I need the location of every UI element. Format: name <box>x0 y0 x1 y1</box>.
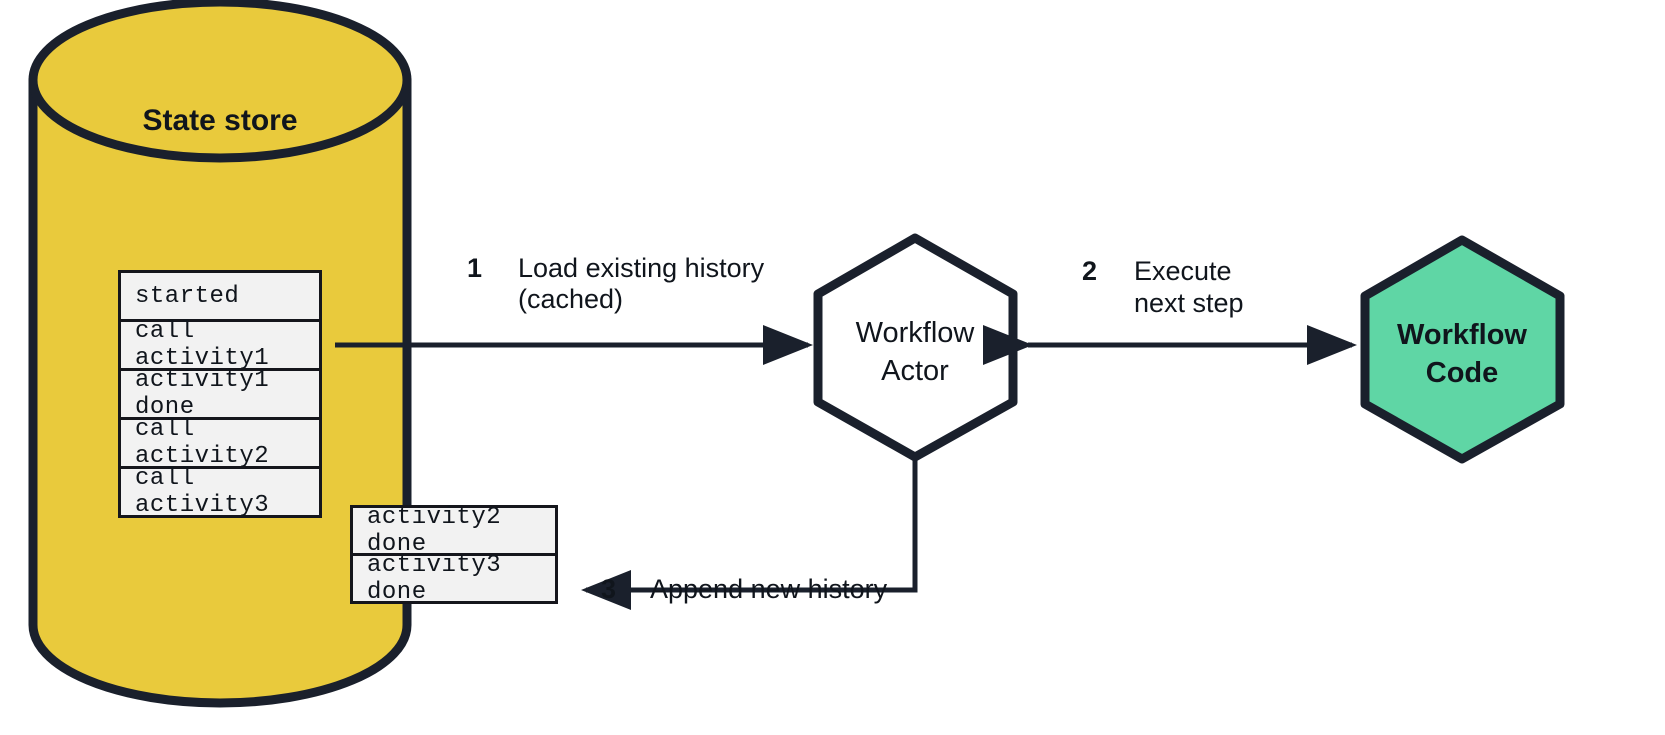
workflow-actor-label-line1: Workflow <box>856 317 976 349</box>
history-row: call activity2 <box>118 416 322 470</box>
history-row: activity2 done <box>350 504 558 558</box>
step-1-line1: Load existing history <box>518 253 765 283</box>
step-2-number: 2 <box>1082 256 1097 286</box>
history-row: activity1 done <box>118 367 322 421</box>
history-row: call activity1 <box>118 318 322 372</box>
history-row: activity3 done <box>350 552 558 606</box>
workflow-code-label-line2: Code <box>1426 357 1499 389</box>
step-3-label: 3 Append new history <box>601 574 888 604</box>
step-1-number: 1 <box>467 253 482 283</box>
step-3-line1: Append new history <box>650 574 888 604</box>
history-row: call activity3 <box>118 465 322 519</box>
step-1-label: 1 Load existing history (cached) <box>467 253 765 314</box>
step-2-label: 2 Execute next step <box>1082 256 1244 318</box>
actor-to-store-arrow <box>581 457 918 610</box>
workflow-code-hexagon <box>1360 235 1565 464</box>
workflow-code-label-line1: Workflow <box>1397 319 1527 351</box>
step-3-number: 3 <box>601 574 616 604</box>
appended-history-table: activity2 done activity3 done <box>350 504 558 607</box>
step-1-line2: (cached) <box>518 284 623 314</box>
state-store-label: State store <box>142 104 297 137</box>
history-row: started <box>118 270 322 322</box>
step-2-line2: next step <box>1134 288 1244 318</box>
existing-history-table: started call activity1 activity1 done ca… <box>118 270 322 530</box>
workflow-actor-label-line2: Actor <box>881 355 949 387</box>
step-2-line1: Execute <box>1134 256 1232 286</box>
